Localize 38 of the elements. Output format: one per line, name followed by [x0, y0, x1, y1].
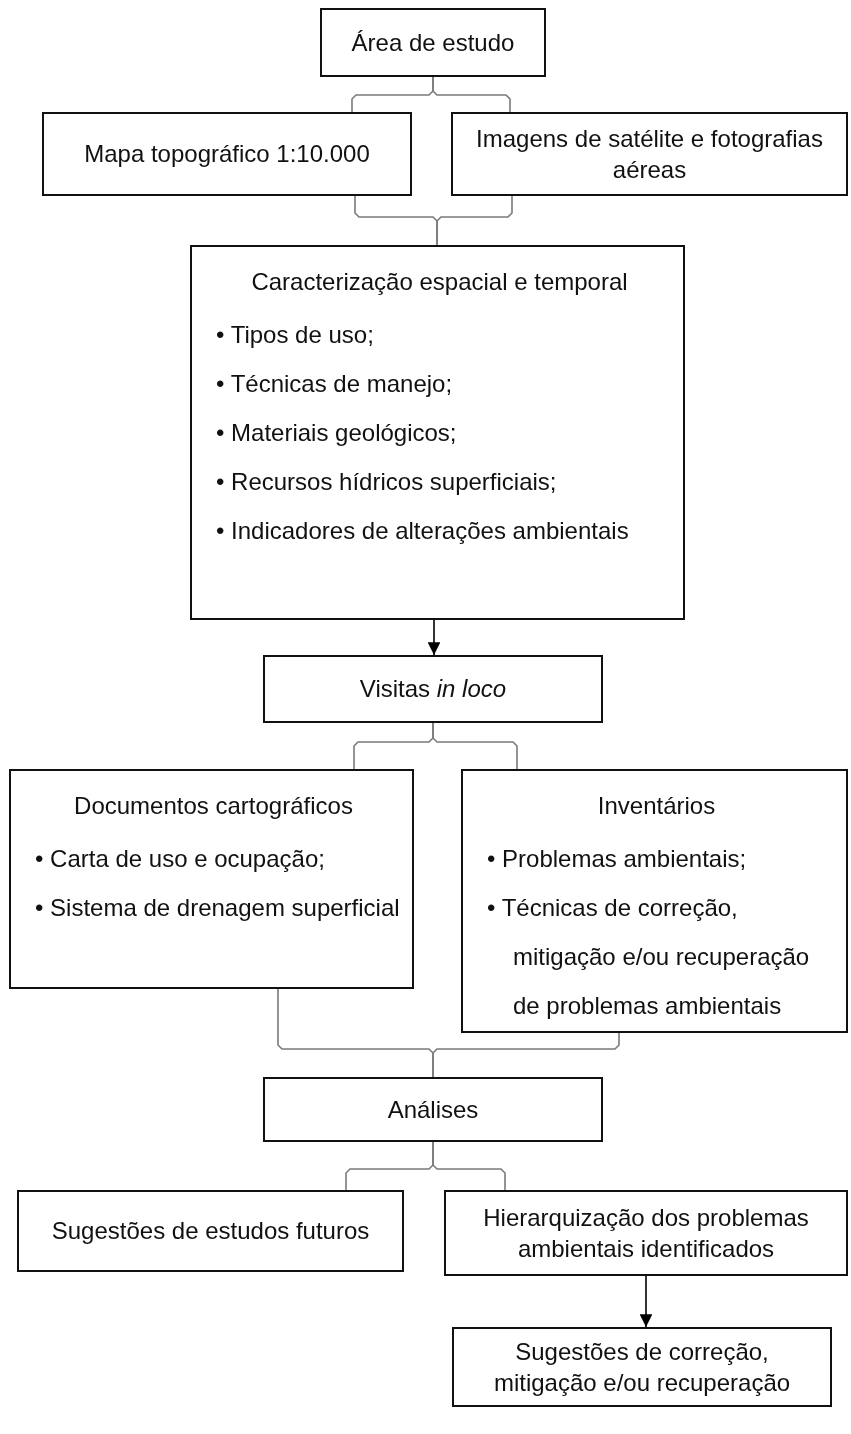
process-box: [42, 112, 412, 196]
process-box: [263, 655, 603, 723]
arrow: [427, 619, 441, 656]
list-item: • Materiais geológicos;: [215, 418, 458, 448]
list-item: • Técnicas de correção, mitigação e/ou recuperação de problemas ambientais: [486, 893, 811, 1021]
box-label: Análises: [387, 1094, 479, 1125]
process-box: [263, 1077, 603, 1142]
brace-connector: [436, 195, 513, 246]
box-label: Visitas in loco: [359, 674, 507, 705]
box-heading: Documentos cartográficos: [73, 791, 354, 821]
list-item: • Indicadores de alterações ambientais: [215, 516, 630, 546]
process-box: [461, 769, 848, 1033]
process-box: [17, 1190, 404, 1272]
process-box: [444, 1190, 848, 1276]
brace-connector: [432, 1141, 506, 1191]
box-label: Sugestões de correção, mitigação e/ou recuperação: [492, 1336, 792, 1398]
box-heading: Inventários: [596, 791, 717, 821]
box-label: Sugestões de estudos futuros: [51, 1216, 370, 1247]
arrow: [639, 1275, 653, 1328]
list-item: • Técnicas de manejo;: [215, 369, 454, 399]
box-label: Imagens de satélite e fotografias aéreas: [475, 123, 824, 185]
list-item: • Tipos de uso;: [215, 320, 375, 350]
list-item: • Recursos hídricos superficiais;: [215, 467, 558, 497]
list-item: • Carta de uso e ocupação;: [34, 844, 326, 874]
list-item: • Sistema de drenagem superficial: [34, 893, 401, 923]
brace-connector: [432, 722, 518, 770]
box-heading: Caracterização espacial e temporal: [250, 267, 629, 297]
box-label: Hierarquização dos problemas ambientais identificados: [482, 1202, 810, 1264]
brace-connector: [432, 76, 511, 113]
process-box: [9, 769, 414, 989]
process-box: [320, 8, 546, 77]
brace-connector: [432, 1032, 620, 1078]
box-label: Mapa topográfico 1:10.000: [84, 139, 370, 170]
box-label: Área de estudo: [351, 27, 515, 58]
list-item: • Problemas ambientais;: [486, 844, 748, 874]
process-box: [190, 245, 685, 620]
process-box: [451, 112, 848, 196]
process-box: [452, 1327, 832, 1407]
